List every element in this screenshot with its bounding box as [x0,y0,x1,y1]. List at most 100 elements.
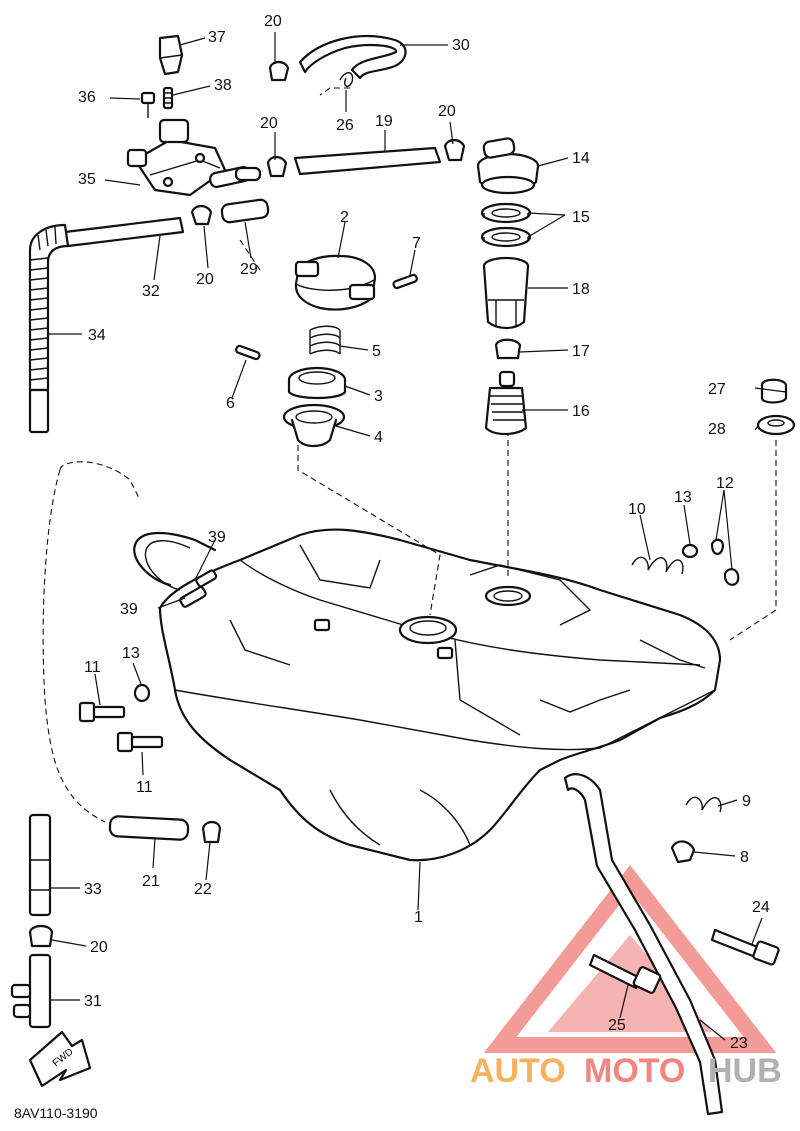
callout-39: 39 [120,601,138,618]
screw-38 [162,86,174,110]
clip-9 [685,796,722,813]
callout-19: 19 [375,113,393,130]
watermark-hub: HUB [708,1052,782,1090]
callout-35: 35 [78,171,96,188]
clip-12-top [710,538,724,555]
callout-21: 21 [142,873,160,890]
callout-17: 17 [572,343,590,360]
callout-2: 2 [340,209,349,226]
cap-base-4 [282,403,346,448]
callout-31: 31 [84,993,102,1010]
screw-36 [140,91,156,118]
callout-6: 6 [226,395,235,412]
watermark-moto: MOTO [584,1052,685,1090]
callout-13: 13 [122,645,140,662]
gasket-3 [287,366,347,400]
callout-22: 22 [194,881,212,898]
callout-labels: 37 20 30 36 38 26 20 19 20 14 35 15 2 7 … [78,13,770,1052]
fuel-cock-cap-37 [158,34,184,76]
diagram-code: 8AV110-3190 [14,1105,98,1121]
hose-joint [234,166,262,182]
callout-20: 20 [438,103,456,120]
callout-20: 20 [260,115,278,132]
callout-23: 23 [730,1035,748,1052]
clip-22 [201,820,222,844]
joint-31 [10,953,52,1029]
fuel-tank [158,528,722,862]
drain-hose-23 [563,773,724,1116]
bolt-11-upper [78,701,126,723]
hose-30 [298,35,407,80]
callout-29: 29 [240,261,258,278]
hose-clip-20-right [443,138,466,162]
corrugated-hose-34 [28,223,70,434]
filter-screen-18 [482,256,530,330]
pin-6 [235,344,261,361]
callout-3: 3 [374,388,383,405]
hose-32 [63,216,185,248]
callout-8: 8 [740,849,749,866]
bolt-11-lower [116,731,164,753]
callout-5: 5 [372,343,381,360]
callout-11: 11 [136,779,153,796]
callout-4: 4 [374,429,383,446]
strainer-16 [484,370,528,436]
callout-28: 28 [708,421,726,438]
damper-28 [756,414,796,436]
fuel-cock-35 [126,118,252,197]
pump-cap-14 [476,137,540,195]
pin-7 [392,273,418,290]
filler-cap-2 [294,254,377,311]
washer-13-lower [133,683,151,703]
clip-12-mid [723,568,740,586]
hose-clip-20-lower [190,204,213,226]
callout-7: 7 [412,235,421,252]
damper-27 [760,378,788,404]
bolt-24 [710,928,780,966]
bolt-25 [588,953,662,994]
callout-37: 37 [208,29,226,46]
callout-34: 34 [88,327,106,344]
callout-15: 15 [572,209,590,226]
breather-hose-loop [133,531,218,608]
washers-15 [480,202,532,248]
callout-1: 1 [414,909,423,926]
clip-17 [494,338,522,360]
callout-38: 38 [214,77,232,94]
callout-32: 32 [142,283,160,300]
callout-12: 12 [716,475,734,492]
assembly-guide-lines [42,87,777,823]
hose-clip-20-top [268,60,290,82]
hose-19 [293,146,442,176]
callout-20: 20 [90,939,108,956]
callout-11: 11 [84,659,101,676]
callout-16: 16 [572,403,590,420]
fwd-arrow-icon: FWD [28,1030,92,1088]
watermark-text: AUTO MOTO HUB [470,1052,782,1090]
callout-27: 27 [708,381,726,398]
callout-20: 20 [264,13,282,30]
callout-25: 25 [608,1017,626,1034]
callout-18: 18 [572,281,590,298]
callout-33: 33 [84,881,102,898]
callout-24: 24 [752,899,770,916]
callout-9: 9 [742,793,751,810]
callout-36: 36 [78,89,96,106]
callout-10: 10 [628,501,646,518]
hose-clip-20-mid [266,155,288,178]
fuel-filter-29 [220,198,270,224]
clip-20-bottom [28,924,54,948]
pipe-33 [28,813,52,917]
callout-30: 30 [452,37,470,54]
clip-10 [631,556,684,575]
callout-20: 20 [196,271,214,288]
hose-21 [108,815,190,841]
callout-39: 39 [208,529,226,546]
callout-14: 14 [572,150,590,167]
callout-leaders [48,32,787,1041]
clip-26 [339,72,354,88]
spring-5 [309,325,341,355]
clip-8 [670,840,696,864]
callout-13: 13 [674,489,692,506]
callout-26: 26 [336,117,354,134]
